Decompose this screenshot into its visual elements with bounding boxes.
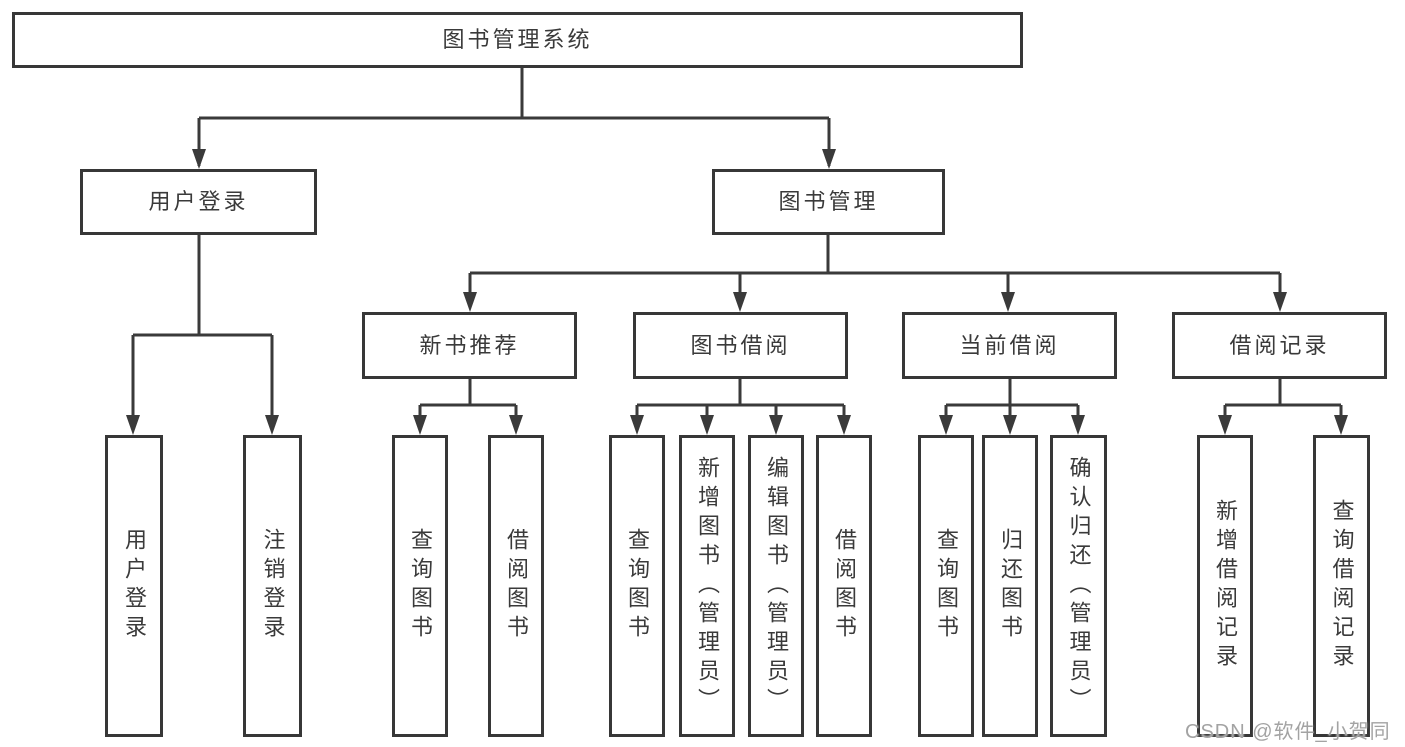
edge-userlogin-to-leaves xyxy=(131,235,274,430)
node-leaf-cb-confirm-return-admin: 确认归还（管理员） xyxy=(1050,435,1107,737)
node-book-management: 图书管理 xyxy=(712,169,945,235)
node-leaf-bb-borrow-books: 借阅图书 xyxy=(816,435,872,737)
edge-newbook-to-leaves xyxy=(418,379,518,430)
csdn-watermark: CSDN @软件_小贺同学 xyxy=(1185,721,1391,743)
edge-bookmgmt-to-level3 xyxy=(468,235,1282,307)
node-leaf-bb-query-books: 查询图书 xyxy=(609,435,665,737)
node-borrowing-records: 借阅记录 xyxy=(1172,312,1387,379)
node-book-borrowing: 图书借阅 xyxy=(633,312,848,379)
node-root: 图书管理系统 xyxy=(12,12,1023,68)
node-leaf-logout: 注销登录 xyxy=(243,435,302,737)
edge-bookborrow-to-leaves xyxy=(635,379,846,430)
node-leaf-bb-edit-books-admin: 编辑图书（管理员） xyxy=(748,435,804,737)
edge-records-to-leaves xyxy=(1223,379,1343,430)
node-leaf-nbr-query-books: 查询图书 xyxy=(392,435,448,737)
node-leaf-cb-return-books: 归还图书 xyxy=(982,435,1038,737)
node-user-login: 用户登录 xyxy=(80,169,317,235)
node-leaf-cb-query-books: 查询图书 xyxy=(918,435,974,737)
node-leaf-bb-add-books-admin: 新增图书（管理员） xyxy=(679,435,735,737)
edge-root-to-level2 xyxy=(197,68,831,166)
node-leaf-br-query-record: 查询借阅记录 xyxy=(1313,435,1370,737)
node-leaf-br-add-record: 新增借阅记录 xyxy=(1197,435,1253,737)
node-new-book-recommend: 新书推荐 xyxy=(362,312,577,379)
node-current-borrowing: 当前借阅 xyxy=(902,312,1117,379)
node-leaf-nbr-borrow-books: 借阅图书 xyxy=(488,435,544,737)
arrowheads xyxy=(126,149,1348,435)
node-leaf-user-login: 用户登录 xyxy=(105,435,163,737)
